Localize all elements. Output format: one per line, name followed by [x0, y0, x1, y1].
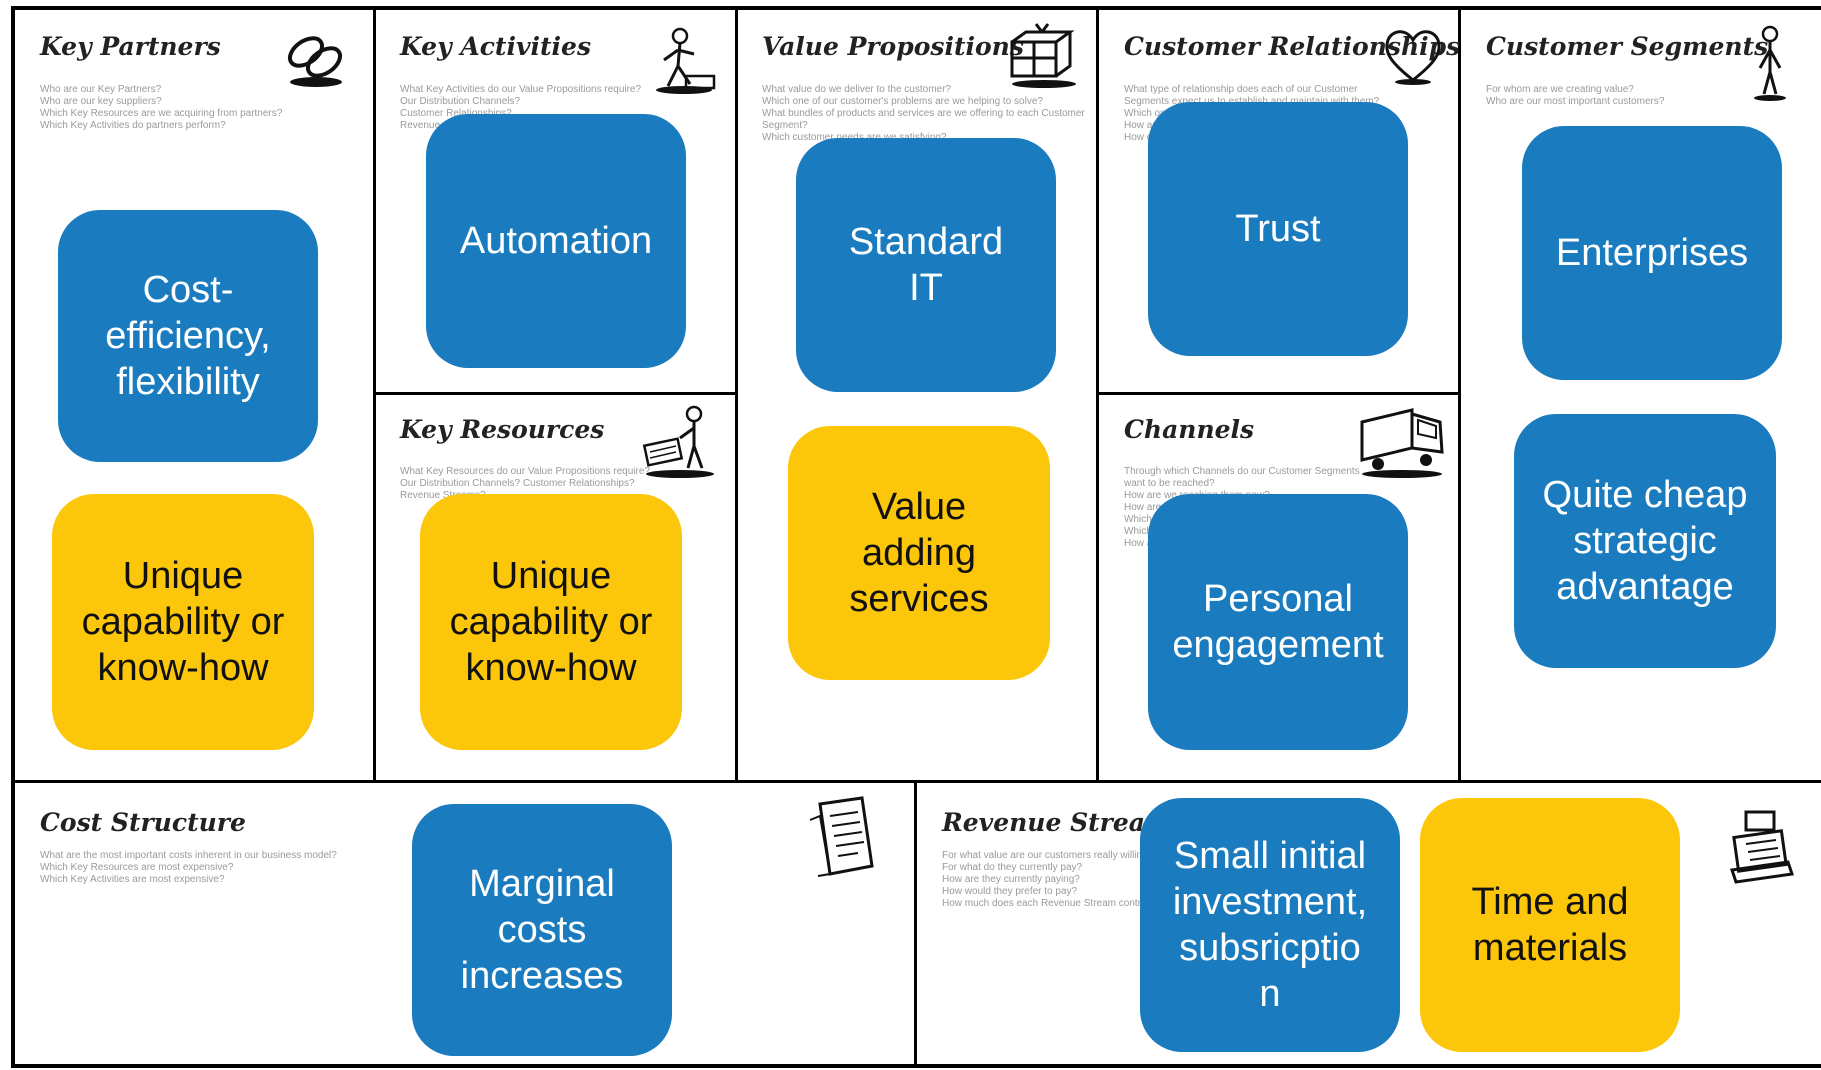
sticky-marginal-costs[interactable]: Marginal costs increases — [412, 804, 672, 1056]
divider-activities-resources — [373, 392, 738, 395]
worker-with-cart-icon — [642, 405, 714, 478]
sticky-time-and-materials[interactable]: Time and materials — [1420, 798, 1680, 1052]
sticky-standard-it[interactable]: Standard IT — [796, 138, 1056, 392]
cost-structure-prompt: What are the most important costs inhere… — [40, 850, 337, 885]
sticky-small-initial-investment[interactable]: Small initial investment, subsricptio n — [1140, 798, 1400, 1052]
divider-relationships-channels — [1096, 392, 1461, 395]
sticky-quite-cheap[interactable]: Quite cheap strategic advantage — [1514, 414, 1776, 668]
cost-structure-title: Cost Structure — [40, 808, 246, 837]
person-icon — [1754, 25, 1786, 101]
worker-icon — [656, 27, 716, 94]
sticky-unique-capability-resources[interactable]: Unique capability or know-how — [420, 494, 682, 750]
sticky-trust[interactable]: Trust — [1148, 102, 1408, 356]
sticky-value-adding-services[interactable]: Value adding services — [788, 426, 1050, 680]
key-partners-title: Key Partners — [40, 32, 221, 61]
outer-border-top — [11, 6, 1821, 10]
delivery-truck-icon — [1360, 408, 1444, 478]
cash-register-icon — [1730, 810, 1794, 884]
chain-link-icon — [287, 36, 343, 87]
gift-box-icon — [1010, 23, 1076, 88]
receipt-icon — [809, 796, 874, 877]
customer-segments-prompt: For whom are we creating value? Who are … — [1486, 84, 1665, 107]
sticky-unique-capability-partners[interactable]: Unique capability or know-how — [52, 494, 314, 750]
value-propositions-prompt: What value do we deliver to the customer… — [762, 84, 1085, 143]
sticky-personal-engagement[interactable]: Personal engagement — [1148, 494, 1408, 750]
value-propositions-title: Value Propositions — [762, 32, 1024, 61]
key-activities-title: Key Activities — [400, 32, 592, 61]
channels-title: Channels — [1124, 415, 1255, 444]
outer-border-left — [11, 6, 15, 1066]
sticky-automation[interactable]: Automation — [426, 114, 686, 368]
key-partners-prompt: Who are our Key Partners? Who are our ke… — [40, 84, 283, 131]
divider-cost-revenue — [914, 780, 917, 1068]
customer-segments-title: Customer Segments — [1486, 32, 1769, 61]
customer-relationships-title: Customer Relationships — [1124, 32, 1461, 61]
heart-icon — [1385, 30, 1441, 85]
sticky-enterprises[interactable]: Enterprises — [1522, 126, 1782, 380]
sticky-cost-efficiency[interactable]: Cost- efficiency, flexibility — [58, 210, 318, 462]
key-resources-prompt: What Key Resources do our Value Proposit… — [400, 466, 650, 501]
key-resources-title: Key Resources — [400, 415, 605, 444]
